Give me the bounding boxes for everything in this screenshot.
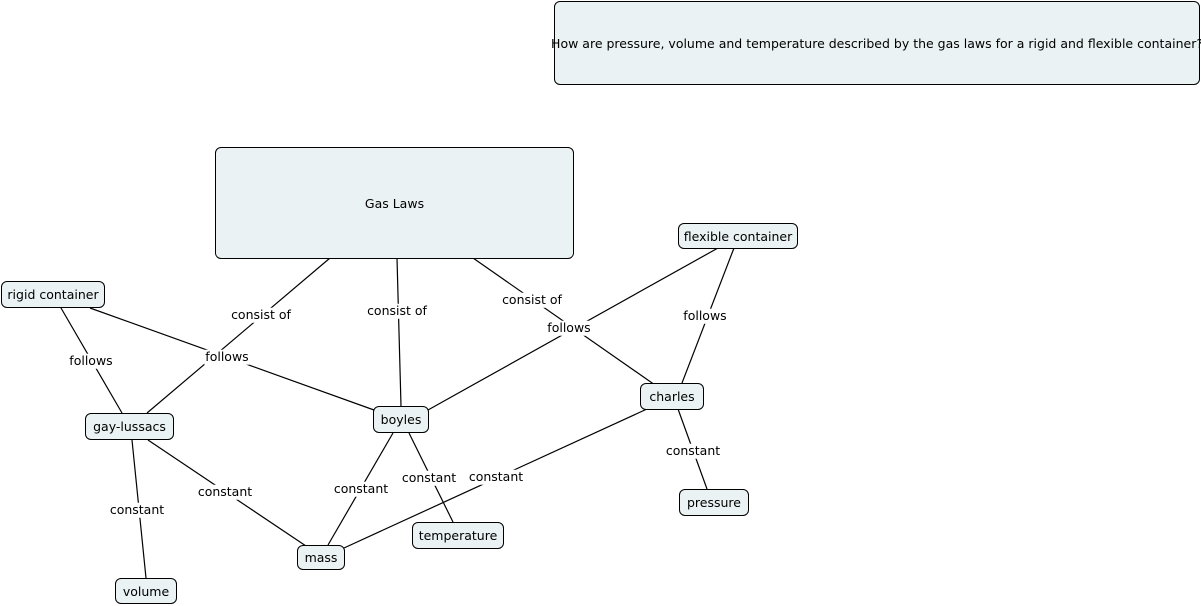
concept-pressure[interactable]: pressure xyxy=(679,489,749,516)
link-label-boyles-temperature: constant xyxy=(400,469,458,486)
concept-volume[interactable]: volume xyxy=(115,578,177,604)
concept-gas-laws[interactable]: Gas Laws xyxy=(215,147,574,259)
concept-rigid-container[interactable]: rigid container xyxy=(1,281,105,308)
focus-question-box[interactable]: How are pressure, volume and temperature… xyxy=(551,1,1201,85)
link-label-rigid-gay-lussacs: follows xyxy=(68,352,114,369)
link-label-gay-lussacs-mass: constant xyxy=(196,483,254,500)
link-label-charles-pressure: constant xyxy=(664,442,722,459)
link-label-charles-mass: constant xyxy=(467,468,525,485)
link-label-flexible-boyles: follows xyxy=(546,319,592,336)
link-label-flexible-charles: follows xyxy=(682,307,728,324)
link-label-gas-laws-charles: consist of xyxy=(501,291,563,308)
concept-flexible-container[interactable]: flexible container xyxy=(678,223,798,249)
concept-mass[interactable]: mass xyxy=(297,545,345,570)
link-line-gas-laws-gay-lussacs xyxy=(146,257,331,414)
link-label-gas-laws-boyles: consist of xyxy=(366,302,428,319)
link-label-gay-lussacs-volume: constant xyxy=(108,501,166,518)
concept-temperature[interactable]: temperature xyxy=(412,522,504,549)
link-line-gas-laws-boyles xyxy=(396,257,402,407)
link-label-gas-laws-gay-lussacs: consist of xyxy=(230,306,292,323)
concept-boyles[interactable]: boyles xyxy=(373,406,429,433)
link-label-rigid-boyles: follows xyxy=(204,348,250,365)
concept-gay-lussacs[interactable]: gay-lussacs xyxy=(85,413,174,440)
concept-charles[interactable]: charles xyxy=(640,383,704,410)
link-label-boyles-mass: constant xyxy=(332,480,390,497)
